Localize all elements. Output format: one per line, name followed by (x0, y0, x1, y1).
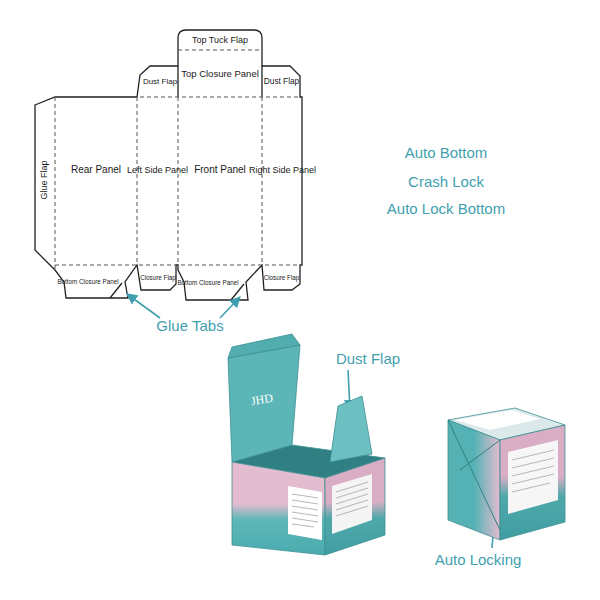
panel-region: Dust Flap (264, 68, 299, 96)
panel-region: Closure Flap (264, 267, 299, 289)
panel-name: Right Side Panel (249, 165, 316, 175)
panel-region: Bottom Closure Panel (66, 267, 110, 297)
panel-region: Right Side Panel (264, 135, 301, 205)
panel-name: Left Side Panel (127, 165, 188, 175)
panel-region: Bottom Closure Panel (186, 267, 230, 299)
panel-name: Bottom Closure Panel (57, 278, 118, 285)
panel-name: Rear Panel (71, 164, 121, 175)
leader-lines (127, 294, 494, 548)
panel-name: Bottom Closure Panel (177, 279, 238, 286)
panel-region: Glue Flap (36, 110, 54, 250)
panel-region: Dust Flap (143, 69, 177, 96)
style-name: Crash Lock (408, 173, 484, 190)
panel-name: Dust Flap (264, 77, 299, 86)
panel-name: Top Closure Panel (181, 69, 259, 80)
panel-region: Front Panel (181, 150, 259, 190)
open-box (228, 334, 385, 555)
callout-label: Auto Locking (435, 551, 522, 568)
panel-region: Top Closure Panel (181, 53, 259, 95)
panel-name: Front Panel (194, 164, 246, 175)
panel-name: Glue Flap (40, 160, 50, 199)
panel-region: Rear Panel (58, 150, 134, 190)
closed-box (448, 408, 565, 540)
callout-label: Dust Flap (336, 350, 400, 367)
panel-name: Closure Flap (264, 274, 300, 281)
panel-region: Left Side Panel (139, 135, 176, 205)
style-name: Auto Lock Bottom (387, 200, 505, 217)
panel-name: Closure Flap (140, 274, 176, 281)
callout-label: Glue Tabs (156, 317, 223, 334)
panel-name: Top Tuck Flap (192, 35, 248, 45)
panel-region: Closure Flap (141, 267, 175, 289)
panel-name: Dust Flap (143, 78, 177, 87)
style-name: Auto Bottom (405, 144, 488, 161)
panel-region: Top Tuck Flap (180, 31, 260, 49)
